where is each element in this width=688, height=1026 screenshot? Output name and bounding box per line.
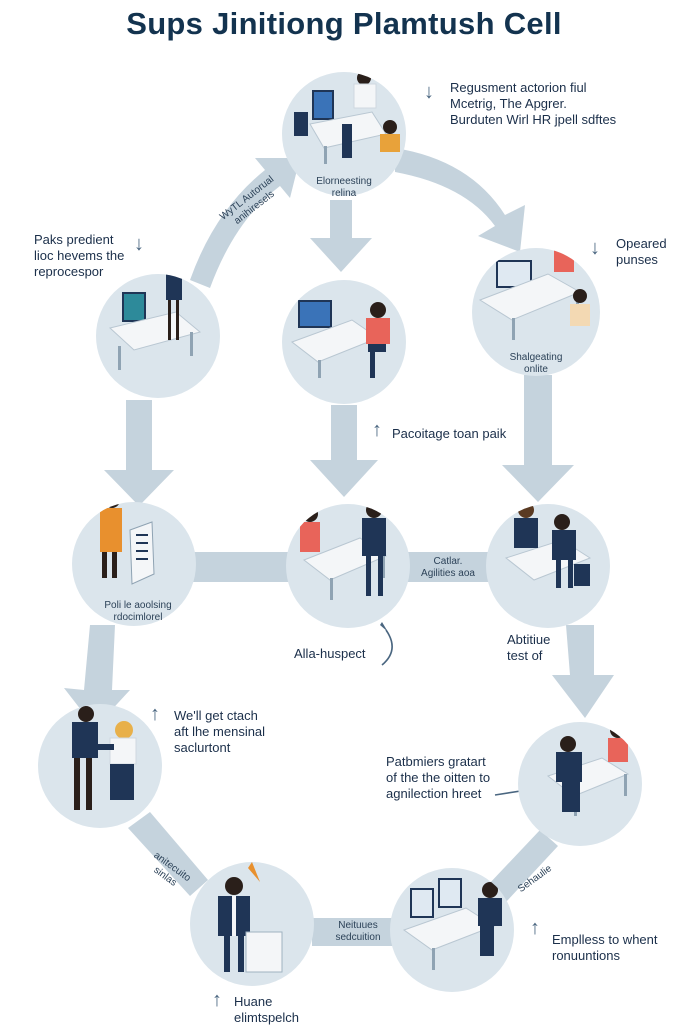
down-marker-icon: ↓ <box>424 81 434 103</box>
up-marker-icon: ↑ <box>530 917 540 939</box>
node-meeting-right <box>486 504 610 628</box>
arrow-lowerleft-to-bottom <box>128 812 208 896</box>
node-desk-center <box>282 280 406 404</box>
node-handshake-left <box>38 704 162 828</box>
arrow-top-down <box>310 200 372 272</box>
node-meeting-top <box>282 72 406 196</box>
arrow-right-down <box>502 375 574 502</box>
up-marker-icon: ↑ <box>150 703 160 725</box>
node-meeting-center <box>286 504 410 628</box>
down-marker-icon: ↓ <box>134 233 144 255</box>
band-bottom-row <box>312 918 402 946</box>
caption-center-mid: Pacoitage toan paik <box>392 426 507 441</box>
page-title: Sups Jinitiong Plamtush Cell <box>126 6 562 41</box>
node-desk-right-upper <box>472 248 600 376</box>
node-presentation-left <box>72 502 196 626</box>
up-marker-icon: ↑ <box>372 419 382 441</box>
arrow-lowerright-to-bottom <box>488 830 558 902</box>
arrow-left-lower-down <box>64 625 130 728</box>
arrow-left-to-top <box>190 158 300 288</box>
arrow-left-down <box>104 400 174 506</box>
down-marker-icon: ↓ <box>590 237 600 259</box>
node-desk-bottom-right <box>390 868 514 992</box>
node-right-center-label: Catlar.Agilities aoa <box>421 556 475 579</box>
arrow-center-down <box>310 405 378 497</box>
node-desk-left <box>96 274 220 398</box>
node-reception-bottom <box>190 862 314 986</box>
arrow-top-to-right <box>395 148 525 252</box>
arrow-right-lower-down <box>552 625 614 718</box>
caption-center-lower: Alla-huspect <box>294 646 366 661</box>
up-marker-icon: ↑ <box>212 989 222 1011</box>
node-meeting-right-lower <box>518 722 642 846</box>
